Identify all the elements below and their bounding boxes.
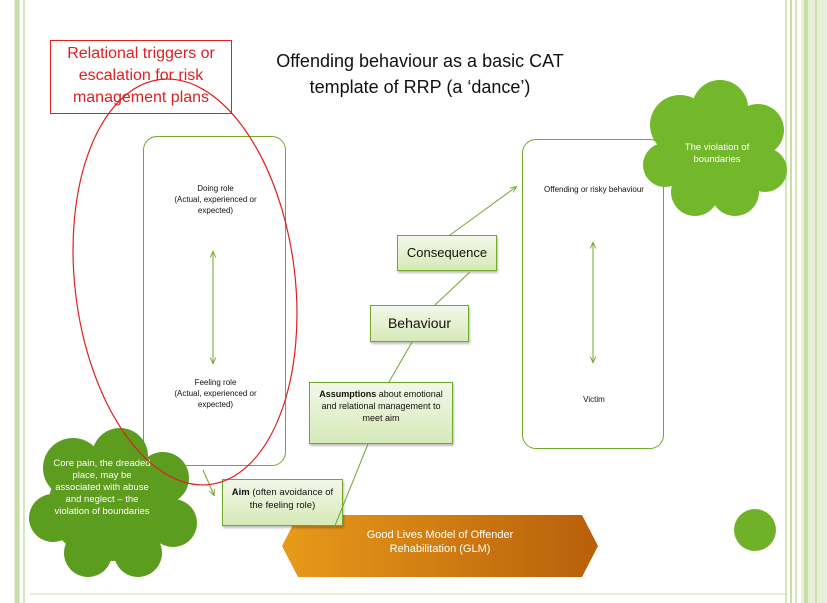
aim-text: (often avoidance of the feeling role) (249, 487, 334, 511)
cloud-top-right (643, 80, 787, 216)
cloud-left-text: Core pain, the dreaded place, may be ass… (53, 458, 151, 517)
offending-behaviour-label: Offending or risky behaviour (544, 185, 644, 194)
red-highlight-ellipse (72, 78, 298, 486)
feeling-role-label: Feeling role (Actual, experienced or exp… (164, 377, 267, 410)
cloud-top-text: The violation of boundaries (684, 142, 750, 165)
behaviour-label: Behaviour (387, 315, 452, 331)
title-line-1: Offending behaviour as a basic CAT (276, 51, 564, 71)
assumptions-bold: Assumptions (319, 389, 377, 399)
glm-line-1: Good Lives Model of Offender (366, 529, 514, 541)
aim-bold: Aim (231, 487, 250, 498)
feeling-role-subtitle: (Actual, experienced or expected) (174, 389, 257, 409)
consequence-box: Consequence (397, 235, 497, 271)
decorative-circle (734, 509, 776, 551)
cloud-left (29, 428, 197, 577)
glm-line-2: Rehabilitation (GLM) (389, 543, 491, 555)
assumptions-box: Assumptions about emotional and relation… (309, 382, 453, 444)
page-title: Offending behaviour as a basic CAT templ… (240, 48, 600, 100)
assumptions-text: about emotional and relational managemen… (321, 389, 443, 423)
victim-label: Victim (583, 395, 605, 404)
behaviour-box: Behaviour (370, 305, 469, 342)
consequence-label: Consequence (406, 245, 488, 260)
glm-banner: Good Lives Model of Offender Rehabilitat… (300, 528, 580, 556)
aim-box: Aim (often avoidance of the feeling role… (222, 479, 343, 526)
title-line-2: template of RRP (a ‘dance’) (309, 77, 531, 97)
glm-banner-shape (282, 515, 598, 577)
doing-role-subtitle: (Actual, experienced or expected) (174, 195, 257, 215)
relational-triggers-label: Relational triggers or escalation for ri… (50, 40, 232, 114)
doing-role-title: Doing role (197, 184, 234, 193)
feeling-role-title: Feeling role (194, 378, 237, 387)
doing-role-label: Doing role (Actual, experienced or expec… (164, 183, 267, 216)
